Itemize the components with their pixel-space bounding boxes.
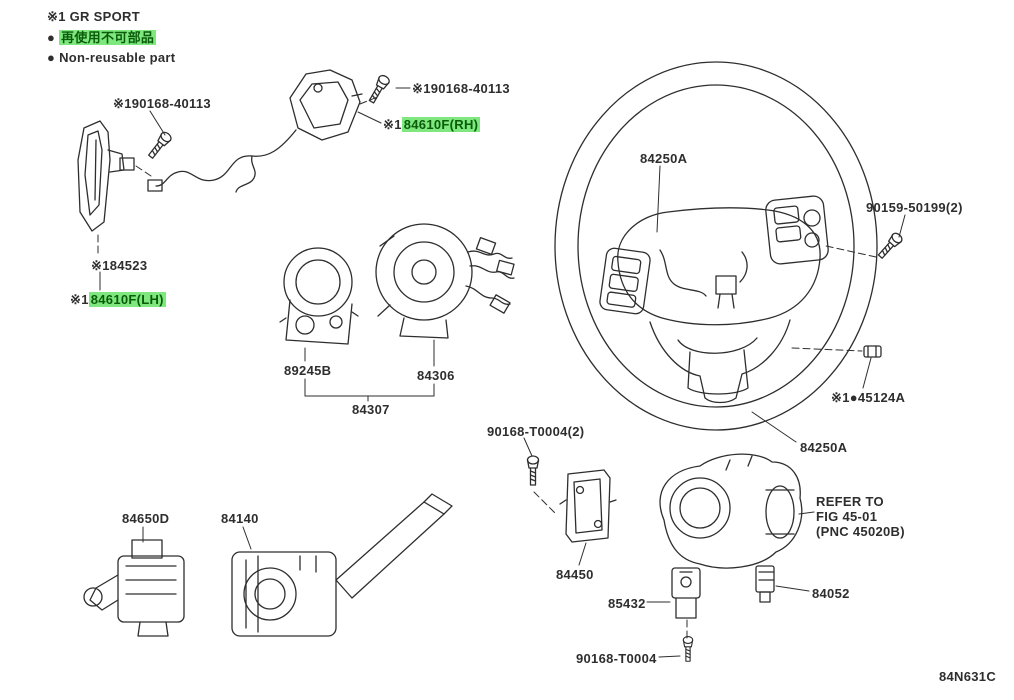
label-84052: 84052 <box>812 586 850 601</box>
label-refer-to-fig: REFER TO FIG 45-01 (PNC 45020B) <box>816 494 905 539</box>
label-90168-t0004-2: 90168-T0004(2) <box>487 424 585 439</box>
label-90159-50199: 90159-50199(2) <box>866 200 963 215</box>
screw-bolt-drawing <box>682 636 694 662</box>
steering-sensor-drawing <box>279 247 359 345</box>
bullet-icon: ● <box>47 50 56 65</box>
part-number: 45124A <box>857 390 906 405</box>
paddle-switch-lh-drawing <box>77 120 135 232</box>
spiral-cable-drawing <box>375 223 515 339</box>
label-84523: ※184523 <box>91 258 148 273</box>
screw-bolt-drawing <box>145 129 174 161</box>
legend-gr-sport: ※1 GR SPORT <box>47 9 140 24</box>
legend-nonreusable-jp: ● 再使用不可部品 <box>47 30 157 45</box>
label-84306: 84306 <box>417 368 455 383</box>
highlighted-part-number[interactable]: 84610F(LH) <box>88 292 166 307</box>
leader-lines <box>99 87 906 658</box>
ref-mark: ※1 <box>383 117 402 132</box>
legend-nonreusable-en-text: Non-reusable part <box>59 50 176 65</box>
legend-nonreusable-en: ● Non-reusable part <box>47 50 175 65</box>
label-84250a-upper: 84250A <box>640 151 688 166</box>
label-89245b: 89245B <box>284 363 332 378</box>
label-84250a-lower: 84250A <box>800 440 848 455</box>
harness-wire-drawing <box>147 129 297 193</box>
clip-45124a-drawing <box>863 345 882 358</box>
refer-line: REFER TO <box>816 494 884 509</box>
part-84052-drawing <box>755 565 775 603</box>
refer-line: FIG 45-01 <box>816 509 878 524</box>
highlighted-part-number[interactable]: 84610F(RH) <box>401 117 481 132</box>
label-84140: 84140 <box>221 511 259 526</box>
drawing-code: 84N631C <box>939 669 997 684</box>
switch-85432-drawing <box>671 567 701 619</box>
label-85432: 85432 <box>608 596 646 611</box>
bullet-icon: ● <box>47 30 56 45</box>
label-84307: 84307 <box>352 402 390 417</box>
bullet-icon: ● <box>849 390 858 405</box>
dashed-reference-lines <box>97 95 877 639</box>
steering-wheel-drawing <box>554 61 878 431</box>
label-90168-t0004: 90168-T0004 <box>576 651 657 666</box>
label-90168-40113-left: ※190168-40113 <box>113 96 211 111</box>
paddle-switch-rh-drawing <box>289 69 363 141</box>
ref-mark: ※1 <box>70 292 89 307</box>
label-45124a: ※1●45124A <box>831 390 905 405</box>
label-90168-40113-mid: ※190168-40113 <box>412 81 510 96</box>
screw-bolt-drawing <box>526 455 540 486</box>
label-84450: 84450 <box>556 567 594 582</box>
legend-nonreusable-jp-text: 再使用不可部品 <box>59 30 157 45</box>
ref-mark: ※1 <box>831 390 850 405</box>
bracket-84450-drawing <box>559 469 617 543</box>
combo-switch-84140-drawing <box>231 493 453 637</box>
combo-switch-84650d-drawing <box>83 539 185 637</box>
refer-line: (PNC 45020B) <box>816 524 905 539</box>
label-84650d: 84650D <box>122 511 170 526</box>
column-housing-drawing <box>659 453 803 569</box>
